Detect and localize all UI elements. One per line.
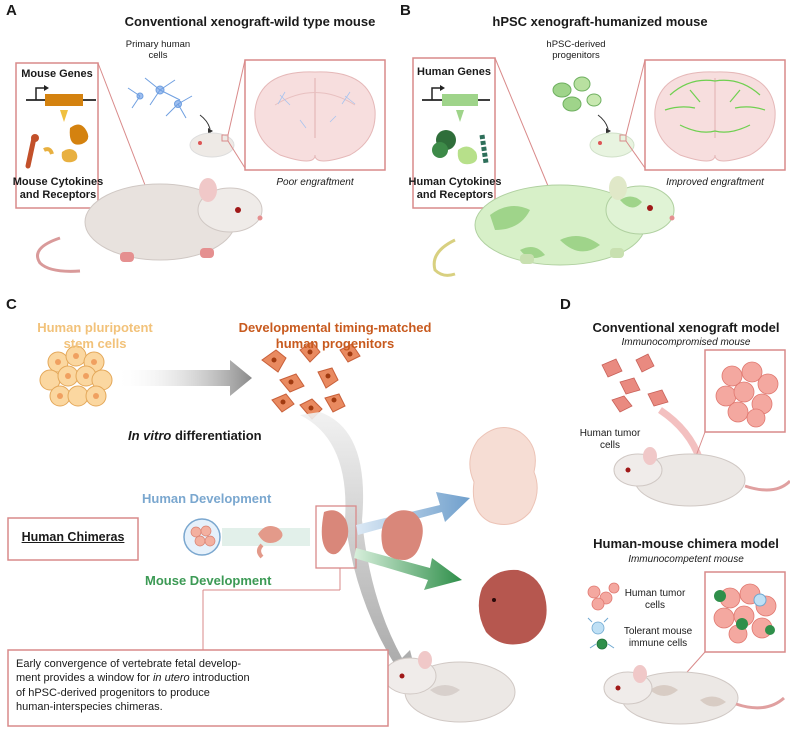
panel-b-title: hPSC xenograft-humanized mouse bbox=[492, 14, 708, 29]
panel-b-cells-label-line-1: hPSC-derived bbox=[546, 39, 606, 50]
mouse-gene-icon bbox=[26, 85, 96, 122]
note-text: Early convergence of vertebrate fetal de… bbox=[16, 657, 384, 714]
panel-d-tumor-label-2: Human tumor cells bbox=[615, 588, 695, 611]
immunocompetent-mouse-icon bbox=[603, 665, 785, 725]
stem-cells-title-line-1: Human pluripotent bbox=[37, 320, 153, 335]
panel-b-cells-label: hPSC-derived progenitors bbox=[536, 39, 616, 62]
chimera-mouse-icon bbox=[383, 651, 516, 723]
mouse-development-arrow bbox=[354, 548, 462, 590]
note-line-1: Early convergence of vertebrate fetal de… bbox=[16, 658, 242, 670]
panel-b-box-caption-line-1: Human Cytokines bbox=[408, 176, 502, 188]
humanized-mouse-icon bbox=[432, 176, 675, 277]
human-chimeras-box bbox=[7, 517, 139, 561]
panel-d-tumor-label-1: Human tumor cells bbox=[570, 428, 650, 451]
note-line-3: of hPSC-derived progenitors to produce bbox=[16, 686, 210, 699]
panel-a-brain-caption: Poor engraftment bbox=[276, 177, 354, 188]
panel-a-artwork bbox=[15, 59, 386, 273]
note-line-2: ment provides a window for in utero intr… bbox=[16, 671, 384, 685]
human-gene-icon bbox=[422, 85, 490, 122]
in-vitro-label: In vitro differentiation bbox=[128, 428, 262, 443]
wild-type-mouse-icon bbox=[36, 178, 263, 273]
in-vitro-label-rest: differentiation bbox=[171, 428, 262, 443]
convergence-box bbox=[315, 505, 357, 569]
human-chimeras-label: Human Chimeras bbox=[21, 530, 125, 544]
panel-b-box-title: Human Genes bbox=[417, 66, 491, 78]
panel-d-artwork bbox=[587, 349, 790, 725]
panel-c-artwork bbox=[7, 341, 547, 727]
panel-b-cells-label-line-2: progenitors bbox=[552, 49, 600, 61]
progenitors-title-line-1: Developmental timing-matched bbox=[238, 320, 432, 335]
panel-a-box-caption: Mouse Cytokines and Receptors bbox=[10, 176, 106, 202]
mouse-cytokine-icons bbox=[25, 124, 89, 169]
panel-c-letter: C bbox=[6, 296, 17, 313]
panel-d-subtitle-2: Immunocompetent mouse bbox=[628, 554, 744, 565]
note-line-2-end: introduction bbox=[189, 672, 250, 685]
immunocompromised-mouse-icon bbox=[613, 447, 790, 507]
panel-d-tumor-label-1-line-1: Human tumor bbox=[579, 428, 641, 439]
hpsc-progenitors-icon bbox=[552, 76, 602, 112]
panel-a-box-caption-line-2: and Receptors bbox=[19, 189, 97, 202]
panel-d-subtitle-1: Immunocompromised mouse bbox=[621, 337, 751, 348]
in-vitro-label-italic: In vitro bbox=[128, 428, 172, 443]
immune-cells-icon bbox=[591, 621, 608, 650]
tumor-cells-icon-bottom bbox=[587, 582, 620, 611]
human-fetus-icon bbox=[469, 427, 538, 525]
panel-d-tumor-label-2-line-2: cells bbox=[644, 599, 665, 611]
panel-d-title-2: Human-mouse chimera model bbox=[593, 536, 779, 551]
panel-b-brain-caption: Improved engraftment bbox=[666, 177, 764, 188]
mouse-fetus-icon bbox=[478, 569, 547, 645]
panel-a-cells-label-line-2: cells bbox=[148, 49, 168, 61]
panel-d-immune-label: Tolerant mouse immune cells bbox=[612, 626, 704, 649]
panel-d-immune-label-line-2: immune cells bbox=[628, 637, 688, 649]
note-line-2-start: ment provides a window for bbox=[16, 672, 153, 685]
panel-d-tumor-label-1-line-2: cells bbox=[599, 439, 620, 451]
panel-d-title-1: Conventional xenograft model bbox=[592, 320, 780, 335]
panel-d-immune-label-line-1: Tolerant mouse bbox=[623, 626, 693, 637]
panel-b-letter: B bbox=[400, 2, 411, 19]
mouse-genes-box bbox=[15, 62, 99, 209]
note-box bbox=[7, 649, 389, 727]
human-cytokine-icons bbox=[432, 130, 489, 165]
panel-d-letter: D bbox=[560, 296, 571, 313]
panel-b-box-caption-line-2: and Receptors bbox=[416, 189, 494, 202]
panel-a-letter: A bbox=[6, 2, 17, 19]
primary-human-cells-icon bbox=[127, 77, 193, 119]
panel-b-box-caption: Human Cytokines and Receptors bbox=[407, 176, 503, 202]
mid-embryo-icon bbox=[381, 510, 423, 560]
progenitors-title: Developmental timing-matched human proge… bbox=[225, 320, 445, 353]
panel-a-cells-label: Primary human cells bbox=[118, 39, 198, 62]
panel-d-tumor-label-2-line-1: Human tumor bbox=[624, 588, 686, 599]
stem-cells-title-line-2: stem cells bbox=[63, 336, 127, 352]
early-embryo-icon bbox=[258, 526, 283, 543]
note-line-2-italic: in utero bbox=[152, 672, 190, 685]
human-genes-box bbox=[412, 57, 496, 209]
in-vitro-arrow bbox=[115, 360, 252, 396]
stem-cells-title: Human pluripotent stem cells bbox=[20, 320, 170, 353]
mouse-development-label: Mouse Development bbox=[145, 573, 272, 588]
panel-a-box-caption-line-1: Mouse Cytokines bbox=[12, 176, 104, 188]
panel-b-artwork bbox=[412, 57, 786, 277]
note-line-4: human-interspecies chimeras. bbox=[16, 700, 163, 713]
panel-a-title: Conventional xenograft-wild type mouse bbox=[124, 14, 376, 29]
panel-a-cells-label-line-1: Primary human bbox=[125, 39, 191, 50]
tumor-cells-icon-top bbox=[601, 353, 669, 413]
panel-a-box-title: Mouse Genes bbox=[21, 68, 93, 80]
human-development-label: Human Development bbox=[142, 491, 272, 506]
progenitors-title-line-2: human progenitors bbox=[275, 336, 395, 352]
